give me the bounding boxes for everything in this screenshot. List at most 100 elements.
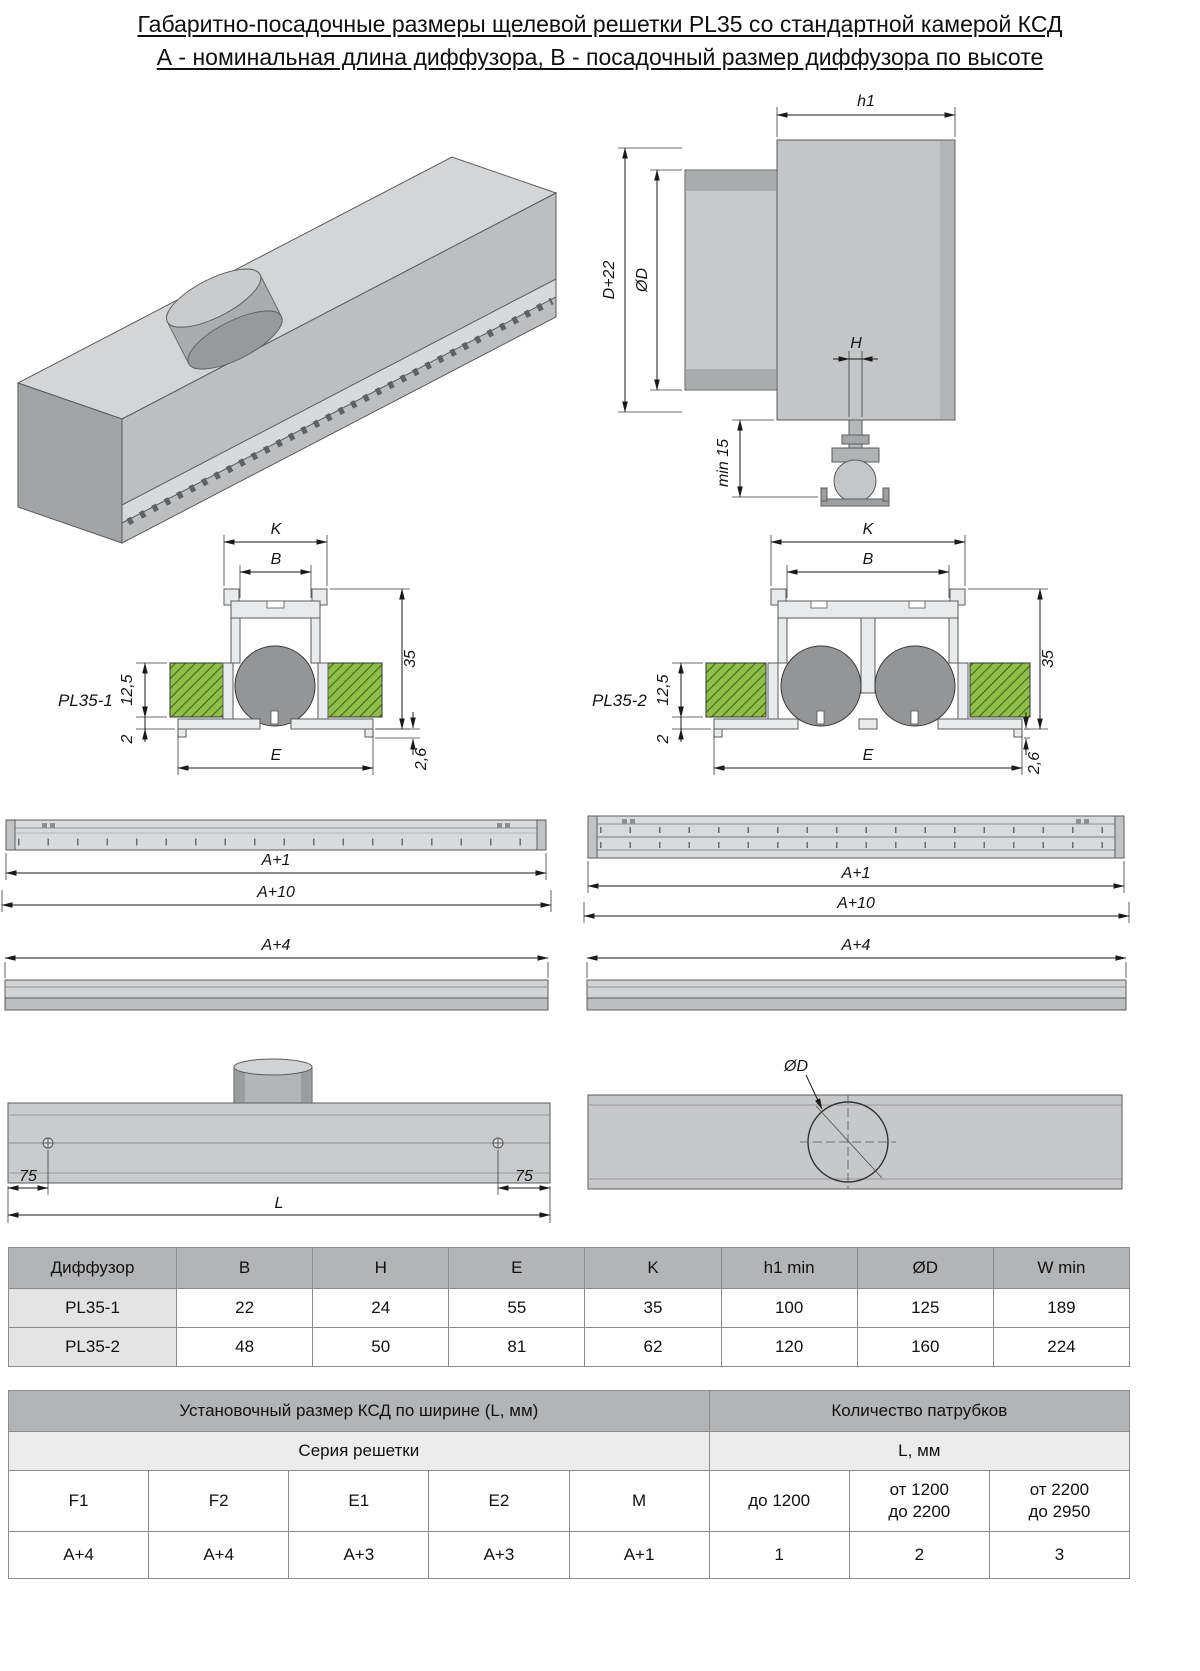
table-row-pl35-1: PL35-1 22 24 55 35 100 125 189 bbox=[8, 1288, 1131, 1328]
dim-125-label: 12,5 bbox=[655, 674, 672, 705]
section-pl35-1: K B 35 12,5 2 E 2,6 PL35-1 bbox=[58, 521, 430, 775]
cell: 224 bbox=[992, 1327, 1131, 1367]
cell: PL35-2 bbox=[8, 1327, 177, 1367]
cell: A+4 bbox=[148, 1531, 290, 1579]
plenum-side-view: 75 75 L bbox=[7, 1058, 551, 1223]
cell: 2 bbox=[848, 1531, 990, 1579]
col-header-k: K bbox=[584, 1247, 722, 1289]
side-section-view: h1 ØD D+22 H min 15 bbox=[601, 93, 956, 507]
ceiling-panels bbox=[169, 662, 383, 718]
col-header-od: ØD bbox=[856, 1247, 994, 1289]
section-label: PL35-1 bbox=[58, 691, 113, 710]
cell-series-e2: E2 bbox=[428, 1470, 570, 1532]
chamber-box bbox=[776, 139, 956, 421]
install-table-subheader-row: Серия решетки L, мм bbox=[8, 1431, 1131, 1471]
rail-profile-view bbox=[4, 979, 549, 1011]
dim-125-label: 12,5 bbox=[119, 674, 136, 705]
duct-cylinder bbox=[684, 169, 778, 391]
cell: A+1 bbox=[568, 1531, 710, 1579]
cell: 48 bbox=[175, 1327, 314, 1367]
plenum-top-view: ØD bbox=[587, 1058, 1123, 1190]
double-grille-front-view bbox=[587, 815, 1125, 859]
cell: 120 bbox=[720, 1327, 858, 1367]
dim-2-label: 2 bbox=[119, 734, 136, 744]
page-title: Габаритно-посадочные размеры щелевой реш… bbox=[0, 8, 1200, 73]
cell: A+3 bbox=[288, 1531, 430, 1579]
dim-a4-label: A+4 bbox=[261, 937, 291, 954]
bottom-flanges bbox=[177, 710, 374, 738]
cell: 1 bbox=[708, 1531, 850, 1579]
plenum-box bbox=[7, 1102, 551, 1184]
dim-26-label: 2,6 bbox=[1026, 752, 1043, 775]
col-header-wmin: W min bbox=[992, 1247, 1131, 1289]
table-row-pl35-2: PL35-2 48 50 81 62 120 160 224 bbox=[8, 1327, 1131, 1367]
duct-opening bbox=[800, 1095, 896, 1189]
col-header-h: H bbox=[312, 1247, 450, 1289]
damper-rollers bbox=[780, 645, 956, 727]
dim-a10-label: A+10 bbox=[836, 895, 875, 912]
subheader-series: Серия решетки bbox=[8, 1431, 710, 1471]
screw-marker bbox=[42, 1137, 54, 1149]
dim-l-label: L bbox=[275, 1195, 284, 1212]
ceiling-panels bbox=[705, 662, 1031, 718]
cell: 100 bbox=[720, 1288, 858, 1328]
dim-h-label: H bbox=[850, 335, 862, 352]
title-line-1: Габаритно-посадочные размеры щелевой реш… bbox=[137, 11, 1063, 37]
col-header-diffuser: Диффузор bbox=[8, 1247, 177, 1289]
install-table: Установочный размер КСД по ширине (L, мм… bbox=[7, 1390, 1131, 1579]
dim-a1-label: A+1 bbox=[261, 852, 291, 869]
cell: 81 bbox=[448, 1327, 586, 1367]
cell-series-m: M bbox=[568, 1470, 710, 1532]
cell: 24 bbox=[312, 1288, 450, 1328]
cell: 35 bbox=[584, 1288, 722, 1328]
dimensions-table: Диффузор B H E K h1 min ØD W min PL35-1 … bbox=[8, 1247, 1131, 1367]
cell-series-e1: E1 bbox=[288, 1470, 430, 1532]
dim-h1-label: h1 bbox=[857, 93, 875, 110]
header-install-width: Установочный размер КСД по ширине (L, мм… bbox=[8, 1390, 710, 1432]
screw-marker bbox=[492, 1137, 504, 1149]
dim-e-label: E bbox=[271, 747, 282, 764]
col-header-h1min: h1 min bbox=[720, 1247, 858, 1289]
cell-series-f2: F2 bbox=[148, 1470, 290, 1532]
dim-75-right-label: 75 bbox=[515, 1168, 533, 1185]
install-table-values-row: A+4 A+4 A+3 A+3 A+1 1 2 3 bbox=[7, 1531, 1131, 1579]
profile-body bbox=[222, 588, 329, 722]
dim-min15-label: min 15 bbox=[715, 439, 732, 487]
cell: 125 bbox=[856, 1288, 994, 1328]
cell: 62 bbox=[584, 1327, 722, 1367]
subheader-length: L, мм bbox=[708, 1431, 1131, 1471]
col-header-b: B bbox=[175, 1247, 314, 1289]
install-table-header-row: Установочный размер КСД по ширине (L, мм… bbox=[8, 1390, 1131, 1432]
cell-range-1: до 1200 bbox=[708, 1470, 850, 1532]
dim-b-label: B bbox=[271, 551, 282, 568]
cell: A+3 bbox=[428, 1531, 570, 1579]
install-table-series-row: F1 F2 E1 E2 M до 1200 от 1200 до 2200 от… bbox=[7, 1470, 1131, 1532]
diffuser-3d-body bbox=[16, 156, 558, 544]
isometric-view bbox=[16, 156, 558, 544]
hanging-assembly bbox=[820, 419, 890, 507]
dim-od-label: ØD bbox=[634, 268, 651, 293]
damper-roller bbox=[234, 645, 316, 727]
dim-d22-label: D+22 bbox=[601, 261, 618, 300]
header-spigot-count: Количество патрубков bbox=[708, 1390, 1131, 1432]
dim-a1-label: A+1 bbox=[841, 865, 871, 882]
cell: 189 bbox=[992, 1288, 1131, 1328]
title-line-2: А - номинальная длина диффузора, В - пос… bbox=[156, 43, 1044, 70]
cell: A+4 bbox=[7, 1531, 150, 1579]
duct-spigot-3d bbox=[166, 268, 283, 370]
dim-26-label: 2,6 bbox=[413, 748, 430, 771]
dim-e-label: E bbox=[863, 747, 874, 764]
cell-range-2: от 1200 до 2200 bbox=[848, 1470, 990, 1532]
dim-k-label: K bbox=[271, 521, 283, 538]
cell: 22 bbox=[175, 1288, 314, 1328]
dim-35-label: 35 bbox=[1040, 650, 1057, 668]
dim-75-left-label: 75 bbox=[19, 1168, 37, 1185]
dim-od-label: ØD bbox=[783, 1058, 808, 1075]
dim-k-label: K bbox=[863, 521, 875, 538]
profile-body bbox=[767, 588, 969, 722]
dim-a10-label: A+10 bbox=[256, 884, 295, 901]
cell: 3 bbox=[988, 1531, 1131, 1579]
profiles-left: A+1 A+10 A+4 bbox=[1, 819, 552, 1011]
grille-front-view bbox=[5, 819, 547, 851]
cell-range-3: от 2200 до 2950 bbox=[988, 1470, 1131, 1532]
